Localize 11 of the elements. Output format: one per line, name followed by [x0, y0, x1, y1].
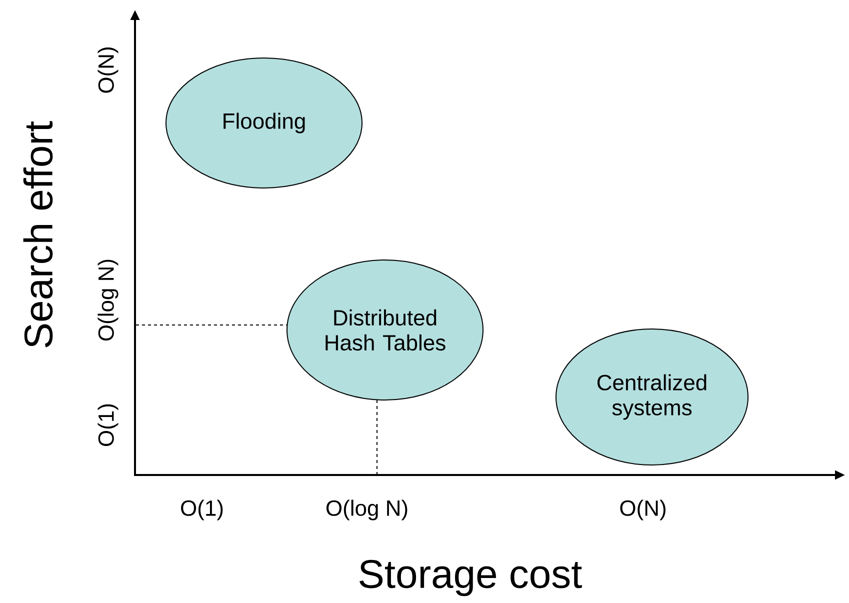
- tick-label: O(N): [98, 48, 118, 93]
- tick-label: O(log N): [98, 260, 118, 341]
- tick-label: O(log N): [326, 500, 408, 520]
- axis-title: Storage cost: [360, 560, 582, 596]
- tick-label: O(N): [620, 500, 666, 520]
- ellipse-node: Centralized systems: [556, 328, 748, 466]
- tick-label: O(1): [98, 404, 118, 446]
- axis-title: Search effort: [23, 121, 53, 348]
- tick-label: O(1): [181, 500, 223, 520]
- ellipse-node: Distributed Hash Tables: [286, 260, 484, 400]
- ellipse-node: Flooding: [166, 58, 362, 188]
